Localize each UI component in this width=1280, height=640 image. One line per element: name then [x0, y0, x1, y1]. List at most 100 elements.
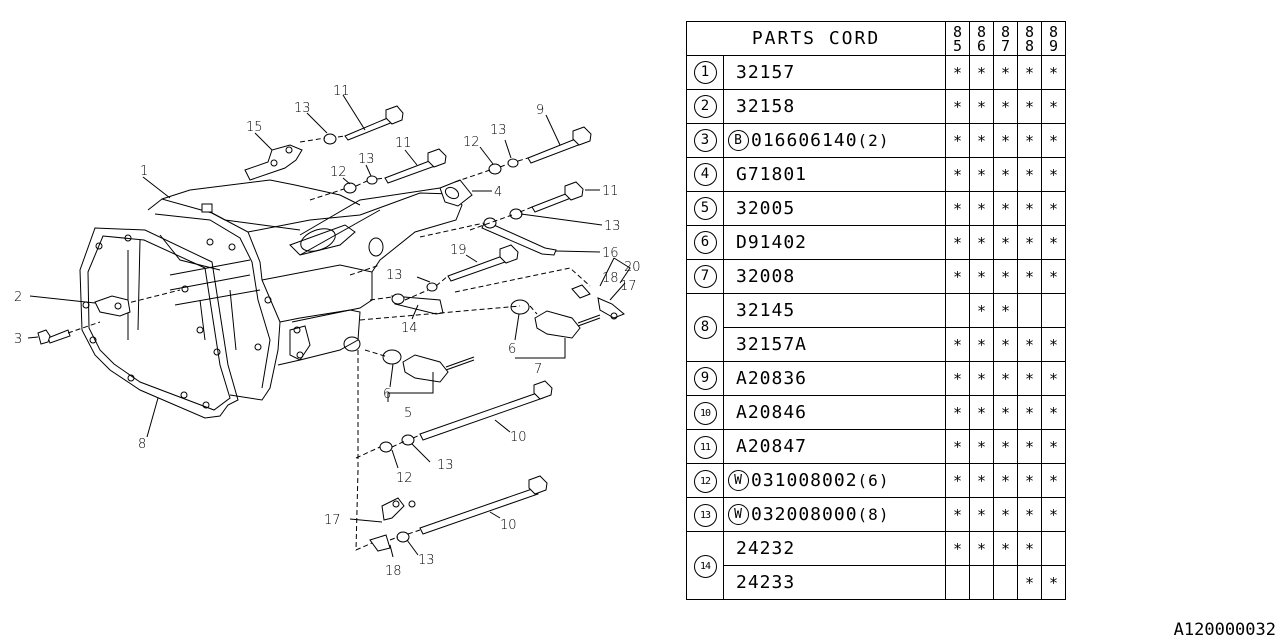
year-applicability-cell: * — [945, 463, 970, 498]
applicability-mark: * — [1000, 505, 1011, 524]
ref-number-cell: 12 — [686, 463, 724, 498]
applicability-mark: * — [952, 335, 963, 354]
part-prefix-badge: B — [728, 130, 749, 152]
part-code: 24233 — [736, 572, 796, 593]
year-applicability-cell: * — [993, 327, 1018, 362]
year-applicability-cell: * — [945, 123, 970, 158]
applicability-mark: * — [952, 97, 963, 116]
applicability-mark: * — [1048, 63, 1059, 82]
year-applicability-cell: * — [1017, 565, 1042, 600]
exploded-parts-diagram: 1 15 13 11 11 12 13 12 13 9 4 11 13 16 1… — [14, 84, 641, 579]
ref-number-cell: 6 — [686, 225, 724, 260]
applicability-mark: * — [1024, 539, 1035, 558]
table-row: 32157A***** — [687, 327, 1066, 362]
year-applicability-cell: * — [969, 361, 994, 396]
year-applicability-cell: * — [969, 259, 994, 294]
applicability-mark: * — [952, 233, 963, 252]
applicability-mark: * — [1024, 165, 1035, 184]
year-applicability-cell: * — [969, 293, 994, 328]
year-applicability-cell: * — [993, 89, 1018, 124]
applicability-mark: * — [1000, 335, 1011, 354]
bolt-part-11-right — [531, 181, 584, 213]
part-prefix-badge: W — [728, 470, 749, 492]
year-applicability-cell: * — [969, 395, 994, 430]
year-applicability-cell: * — [945, 191, 970, 226]
callout-1: 1 — [140, 164, 148, 179]
applicability-mark: * — [976, 165, 987, 184]
applicability-mark: * — [976, 539, 987, 558]
ref-number-cell: 2 — [686, 89, 724, 124]
applicability-mark: * — [1000, 301, 1011, 320]
ref-number-cell: 13 — [686, 497, 724, 532]
year-applicability-cell: * — [1041, 89, 1066, 124]
applicability-mark: * — [1000, 267, 1011, 286]
year-applicability-cell — [1041, 531, 1066, 566]
year-applicability-cell — [993, 565, 1018, 600]
applicability-mark: * — [952, 471, 963, 490]
applicability-mark: * — [1048, 131, 1059, 150]
year-applicability-cell: * — [969, 89, 994, 124]
part-code: A20847 — [736, 436, 808, 457]
year-applicability-cell: * — [993, 123, 1018, 158]
ref-number-cell: 1 — [686, 55, 724, 90]
part-code-cell: 32158 — [723, 89, 946, 124]
year-applicability-cell: * — [1041, 157, 1066, 192]
year-applicability-cell: * — [1017, 191, 1042, 226]
ref-number-badge: 13 — [693, 503, 717, 527]
callout-17: 17 — [324, 513, 341, 528]
applicability-mark: * — [1048, 573, 1059, 592]
callout-17: 17 — [620, 279, 637, 294]
leader-lines — [27, 94, 631, 558]
assembly-lines — [67, 135, 591, 551]
year-applicability-cell: * — [969, 123, 994, 158]
year-applicability-cell: * — [1017, 497, 1042, 532]
year-applicability-cell: * — [1041, 429, 1066, 464]
applicability-mark: * — [976, 437, 987, 456]
applicability-mark: * — [1024, 403, 1035, 422]
bracket-part-14 — [391, 293, 444, 315]
part-code: A20846 — [736, 402, 808, 423]
switch-part-7 — [534, 310, 601, 339]
callout-18: 18 — [602, 271, 619, 286]
applicability-mark: * — [1000, 437, 1011, 456]
callout-10: 10 — [510, 430, 527, 445]
ref-number-cell: 11 — [686, 429, 724, 464]
year-applicability-cell: * — [1017, 55, 1042, 90]
ref-number-badge: 5 — [693, 197, 717, 220]
year-applicability-cell: * — [1017, 463, 1042, 498]
switch-part-5 — [402, 354, 475, 383]
clip-parts-17-18-lower — [369, 497, 416, 552]
applicability-mark: * — [976, 369, 987, 388]
year-applicability-cell: * — [1017, 531, 1042, 566]
applicability-mark: * — [1024, 369, 1035, 388]
ref-number-cell: 3 — [686, 123, 724, 158]
part-quantity: (2) — [857, 130, 890, 150]
applicability-mark: * — [976, 131, 987, 150]
applicability-mark: * — [976, 97, 987, 116]
applicability-mark: * — [1048, 471, 1059, 490]
year-applicability-cell: * — [945, 157, 970, 192]
ref-number-badge: 12 — [693, 469, 717, 493]
year-applicability-cell: * — [1041, 259, 1066, 294]
year-applicability-cell: * — [993, 395, 1018, 430]
applicability-mark: * — [1048, 335, 1059, 354]
part-code: 016606140 — [751, 129, 858, 151]
gasket-part-8 — [79, 227, 239, 419]
applicability-mark: * — [1048, 97, 1059, 116]
part-code-cell: 32008 — [723, 259, 946, 294]
part-code: G71801 — [736, 164, 808, 185]
year-applicability-cell: * — [993, 225, 1018, 260]
applicability-mark: * — [976, 233, 987, 252]
applicability-mark: * — [1024, 233, 1035, 252]
year-applicability-cell: * — [969, 429, 994, 464]
callout-2: 2 — [14, 290, 22, 305]
ref-number-cell: 14 — [686, 531, 724, 600]
bolt-part-9 — [527, 126, 592, 164]
